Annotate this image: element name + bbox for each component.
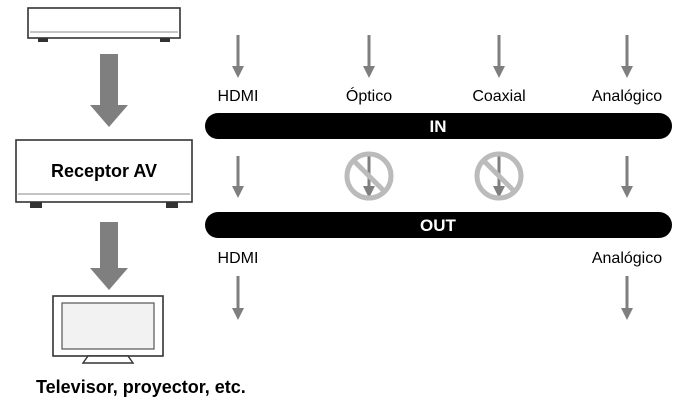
av-receiver-device: Receptor AV: [15, 139, 193, 208]
input-label-optical: Óptico: [346, 86, 392, 105]
television-icon: [52, 295, 164, 364]
out-bus-bar: [205, 212, 672, 238]
in-bus-bar: [205, 113, 672, 139]
optical-blocked-icon: [344, 151, 394, 201]
output-label-analog: Analógico: [592, 250, 662, 267]
receiver-to-display-arrow: [90, 222, 128, 290]
input-label-hdmi: HDMI: [218, 88, 259, 105]
source-player-icon: [27, 7, 181, 42]
out-bus-label: OUT: [420, 216, 457, 235]
output-label-hdmi: HDMI: [218, 250, 259, 267]
source-to-receiver-arrow: [90, 54, 128, 127]
input-label-coaxial: Coaxial: [472, 88, 525, 105]
input-label-analog: Analógico: [592, 88, 662, 105]
receiver-label: Receptor AV: [51, 161, 157, 181]
in-bus-label: IN: [430, 117, 447, 136]
coaxial-blocked-icon: [474, 151, 524, 201]
display-label: Televisor, proyector, etc.: [36, 377, 246, 397]
